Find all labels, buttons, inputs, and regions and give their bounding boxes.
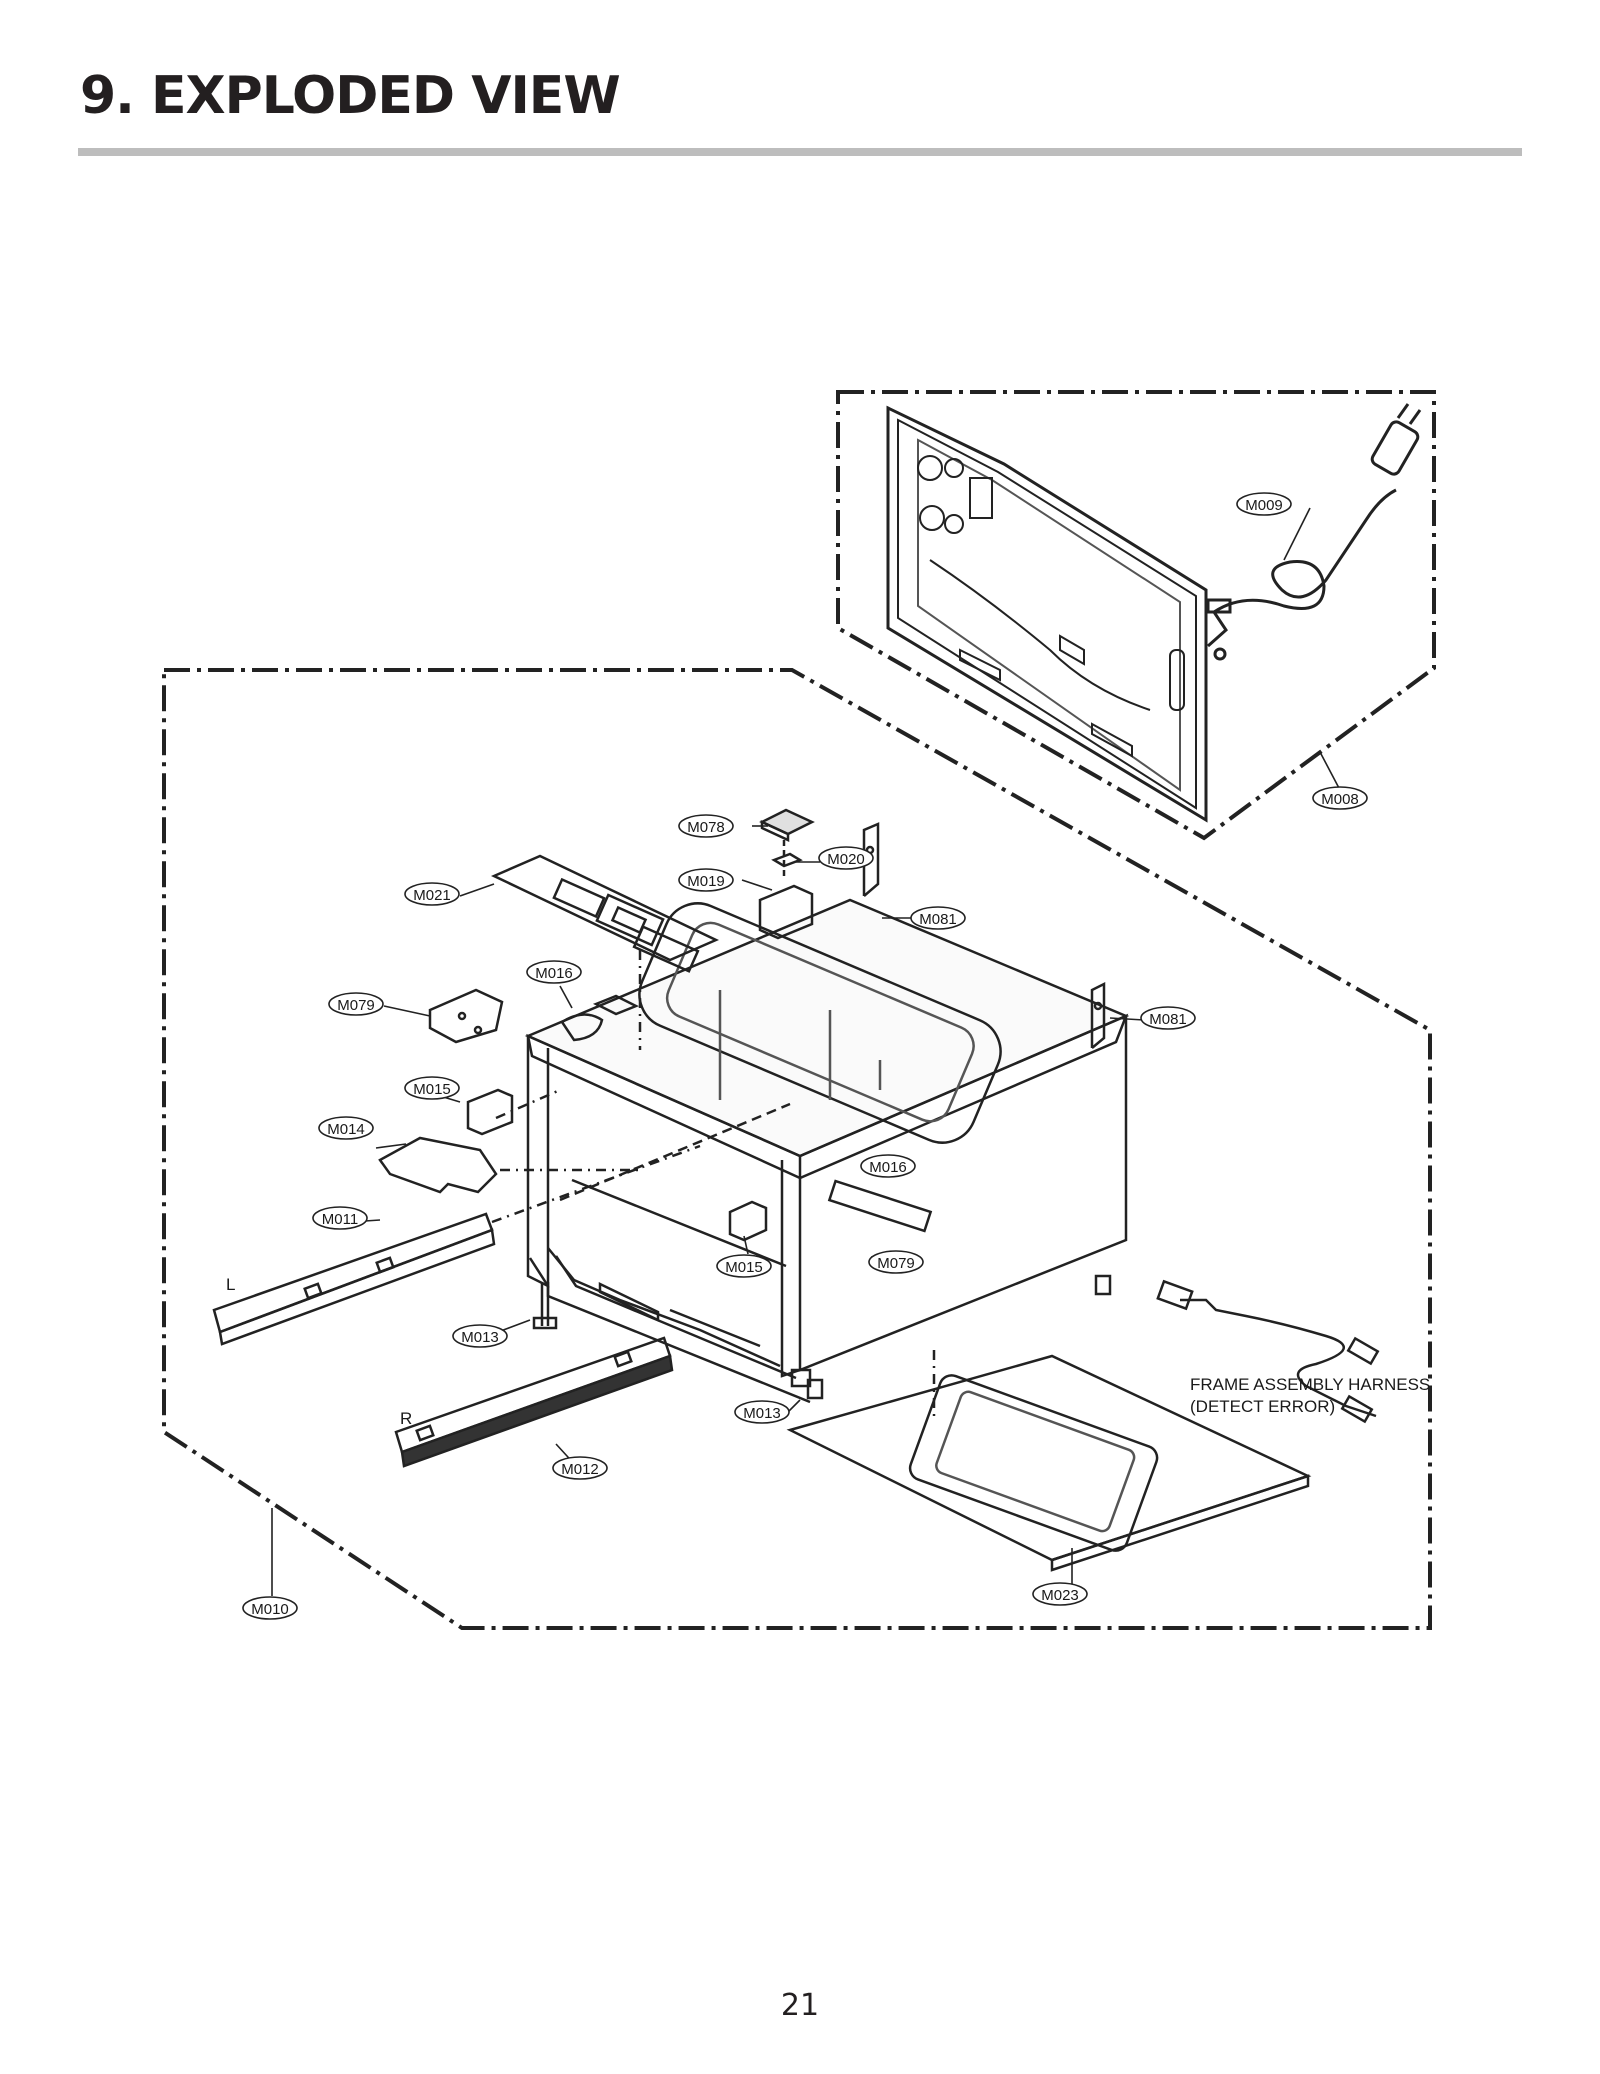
callout-m081-right: M081	[1140, 1006, 1196, 1030]
page-number: 21	[780, 1988, 820, 2023]
callout-m011: M011	[312, 1206, 368, 1230]
callout-m015-right: M015	[716, 1254, 772, 1278]
callout-label-m079-right: M079	[877, 1255, 915, 1272]
callout-m016-top: M016	[526, 960, 582, 984]
callout-label-m016-bottom: M016	[869, 1159, 907, 1176]
callout-m013-left: M013	[452, 1324, 508, 1348]
m010-group-boundary	[162, 668, 1432, 1630]
bottom-plate-part	[786, 1350, 1312, 1572]
callout-label-m078: M078	[687, 819, 725, 836]
callout-m023: M023	[1032, 1582, 1088, 1606]
harness-note-line2: (DETECT ERROR)	[1190, 1397, 1335, 1416]
callout-label-m011: M011	[322, 1211, 358, 1228]
callout-label-m015-right: M015	[725, 1259, 763, 1276]
callout-m008: M008	[1312, 786, 1368, 810]
callout-label-m008: M008	[1321, 791, 1359, 808]
rail-mark-left: L	[226, 1275, 235, 1294]
callout-m081-top: M081	[910, 906, 966, 930]
callout-label-m009: M009	[1245, 497, 1283, 514]
top-parts	[490, 808, 815, 1050]
leveling-feet-part	[532, 1179, 933, 1388]
callout-label-m079-left: M079	[337, 997, 375, 1014]
callout-m015-left: M015	[404, 1076, 460, 1100]
callout-label-m013-right: M013	[743, 1405, 781, 1422]
power-cord-part	[1206, 403, 1422, 661]
callout-m012: M012	[552, 1456, 608, 1480]
rear-panel-part	[886, 405, 1208, 823]
callout-label-m016-top: M016	[535, 965, 573, 982]
callout-m010: M010	[242, 1596, 298, 1620]
callout-m016-bottom: M016	[860, 1154, 916, 1178]
title-rule	[78, 148, 1522, 156]
cabinet-frame-part	[524, 898, 1130, 1404]
m008-group-boundary	[836, 390, 1436, 841]
callout-label-m021: M021	[413, 887, 451, 904]
page-title: 9. EXPLODED VIEW	[80, 66, 621, 126]
callout-label-m081-right: M081	[1149, 1011, 1187, 1028]
harness-note-line1: FRAME ASSEMBLY HARNESS	[1190, 1375, 1430, 1394]
callout-m019: M019	[678, 868, 734, 892]
callout-m079-left: M079	[328, 992, 384, 1016]
callout-m020: M020	[818, 846, 874, 870]
group-boundaries	[162, 390, 1436, 1630]
callout-m009: M009	[1236, 492, 1292, 516]
callout-m078: M078	[678, 814, 734, 838]
callout-label-m010: M010	[251, 1601, 289, 1618]
callout-m079-right: M079	[868, 1250, 924, 1274]
frame-harness-part	[1156, 1279, 1380, 1424]
callout-m013-right: M013	[734, 1400, 790, 1424]
callout-label-m013-left: M013	[461, 1329, 499, 1346]
callout-label-m081-top: M081	[919, 911, 957, 928]
callout-m014: M014	[318, 1116, 374, 1140]
slide-rail-right-part	[394, 1336, 674, 1468]
callout-label-m020: M020	[827, 851, 865, 868]
callout-label-m023: M023	[1041, 1587, 1079, 1604]
left-side-parts	[378, 988, 640, 1194]
callout-label-m019: M019	[687, 873, 725, 890]
callout-label-m015-left: M015	[413, 1081, 451, 1098]
callout-m021: M021	[404, 882, 460, 906]
rail-mark-right: R	[400, 1409, 412, 1428]
callout-label-m012: M012	[561, 1461, 599, 1478]
callout-label-m014: M014	[327, 1121, 365, 1138]
slide-rail-left-part	[212, 1144, 701, 1346]
